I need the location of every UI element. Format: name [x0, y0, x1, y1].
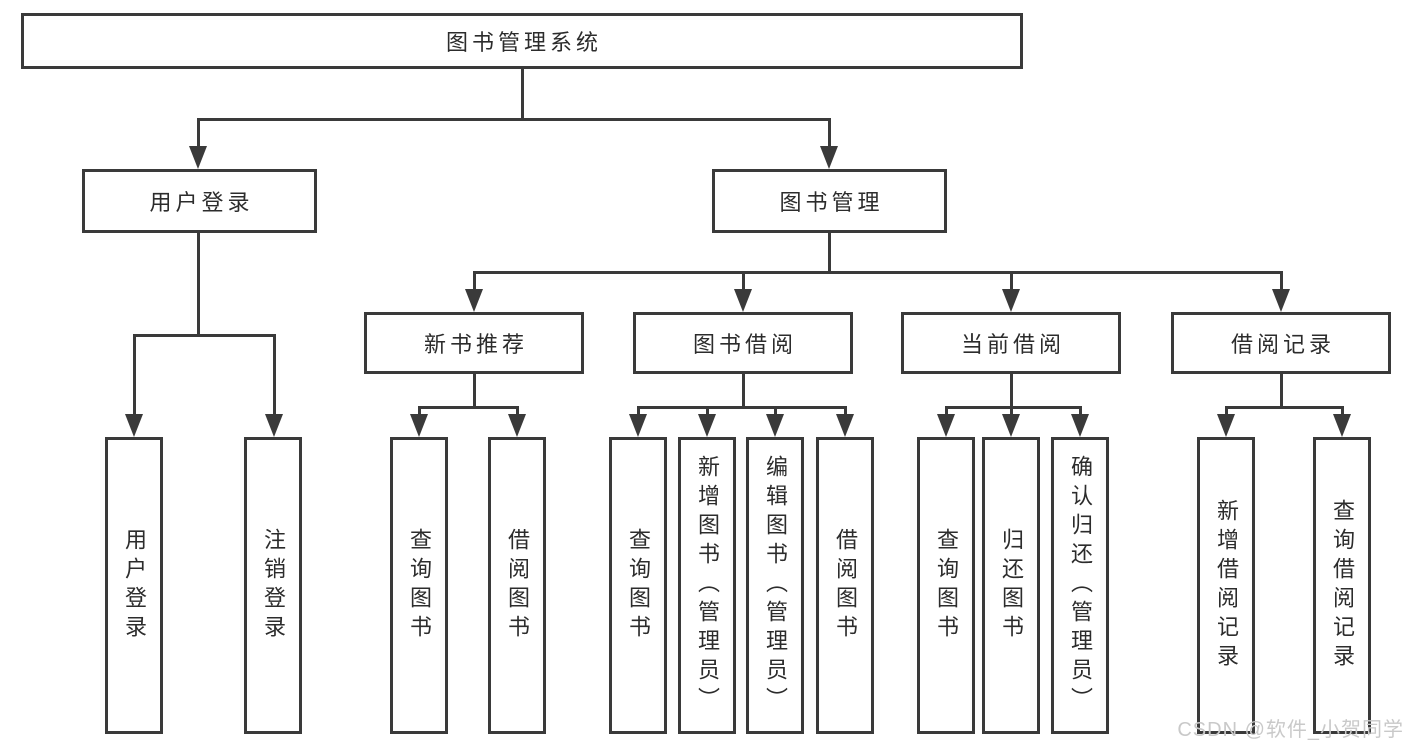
node-book-borrowing: 图书借阅: [633, 312, 853, 374]
connector: [473, 272, 476, 294]
connector: [1010, 374, 1013, 409]
node-new-book-recommend: 新书推荐: [364, 312, 584, 374]
leaf-query-books-recommend: 查询图书: [390, 437, 448, 734]
node-label: 新书推荐: [423, 332, 528, 357]
arrow-down-icon: [629, 414, 647, 437]
connector: [197, 120, 200, 150]
connector: [197, 118, 831, 121]
connector: [133, 336, 136, 420]
node-user-login: 用户登录: [82, 169, 317, 233]
arrow-down-icon: [820, 146, 838, 169]
connector: [742, 374, 745, 409]
node-current-borrowing: 当前借阅: [901, 312, 1121, 374]
arrow-down-icon: [766, 414, 784, 437]
node-label: 新增图书（管理员）: [695, 455, 720, 716]
node-label: 查询图书: [407, 527, 432, 644]
leaf-logout: 注销登录: [244, 437, 302, 734]
node-label: 当前借阅: [960, 332, 1065, 357]
node-label: 用户登录: [122, 527, 147, 644]
connector: [1280, 374, 1283, 409]
arrow-down-icon: [508, 414, 526, 437]
node-label: 查询借阅记录: [1330, 498, 1355, 673]
arrow-down-icon: [1071, 414, 1089, 437]
node-book-management: 图书管理: [712, 169, 947, 233]
connector: [1225, 406, 1344, 409]
connector: [828, 120, 831, 150]
connector: [473, 374, 476, 409]
leaf-borrow-books: 借阅图书: [816, 437, 874, 734]
node-label: 新增借阅记录: [1214, 498, 1239, 673]
connector: [273, 336, 276, 420]
arrow-down-icon: [937, 414, 955, 437]
arrow-down-icon: [1002, 289, 1020, 312]
connector: [521, 69, 524, 121]
leaf-query-books-current: 查询图书: [917, 437, 975, 734]
connector: [637, 406, 847, 409]
connector: [1010, 272, 1013, 294]
leaf-query-books-borrowing: 查询图书: [609, 437, 667, 734]
arrow-down-icon: [698, 414, 716, 437]
node-label: 确认归还（管理员）: [1068, 455, 1093, 716]
node-label: 查询图书: [626, 527, 651, 644]
arrow-down-icon: [265, 414, 283, 437]
node-label: 借阅记录: [1230, 332, 1335, 357]
connector: [828, 233, 831, 274]
arrow-down-icon: [734, 289, 752, 312]
node-label: 用户登录: [149, 190, 254, 215]
node-label: 查询图书: [934, 527, 959, 644]
node-label: 注销登录: [261, 527, 286, 644]
arrow-down-icon: [125, 414, 143, 437]
leaf-user-login: 用户登录: [105, 437, 163, 734]
arrow-down-icon: [465, 289, 483, 312]
leaf-return-books: 归还图书: [982, 437, 1040, 734]
connector: [742, 272, 745, 294]
node-label: 图书管理系统: [445, 30, 602, 55]
node-library-system: 图书管理系统: [21, 13, 1023, 69]
leaf-add-books-admin: 新增图书（管理员）: [678, 437, 736, 734]
connector: [197, 233, 200, 337]
leaf-confirm-return-admin: 确认归还（管理员）: [1051, 437, 1109, 734]
node-borrow-records: 借阅记录: [1171, 312, 1391, 374]
arrow-down-icon: [410, 414, 428, 437]
arrow-down-icon: [1002, 414, 1020, 437]
arrow-down-icon: [1333, 414, 1351, 437]
leaf-query-borrow-record: 查询借阅记录: [1313, 437, 1371, 734]
node-label: 编辑图书（管理员）: [763, 455, 788, 716]
leaf-add-borrow-record: 新增借阅记录: [1197, 437, 1255, 734]
node-label: 借阅图书: [833, 527, 858, 644]
leaf-edit-books-admin: 编辑图书（管理员）: [746, 437, 804, 734]
connector: [133, 334, 276, 337]
arrow-down-icon: [189, 146, 207, 169]
arrow-down-icon: [1217, 414, 1235, 437]
csdn-watermark: CSDN @软件_小贺同学: [1177, 719, 1404, 741]
node-label: 图书借阅: [692, 332, 797, 357]
arrow-down-icon: [1272, 289, 1290, 312]
node-label: 借阅图书: [505, 527, 530, 644]
leaf-borrow-books-recommend: 借阅图书: [488, 437, 546, 734]
arrow-down-icon: [836, 414, 854, 437]
connector: [473, 271, 1283, 274]
connector: [1280, 272, 1283, 294]
connector: [418, 406, 519, 409]
node-label: 图书管理: [779, 190, 884, 215]
node-label: 归还图书: [999, 527, 1024, 644]
connector: [945, 406, 1082, 409]
